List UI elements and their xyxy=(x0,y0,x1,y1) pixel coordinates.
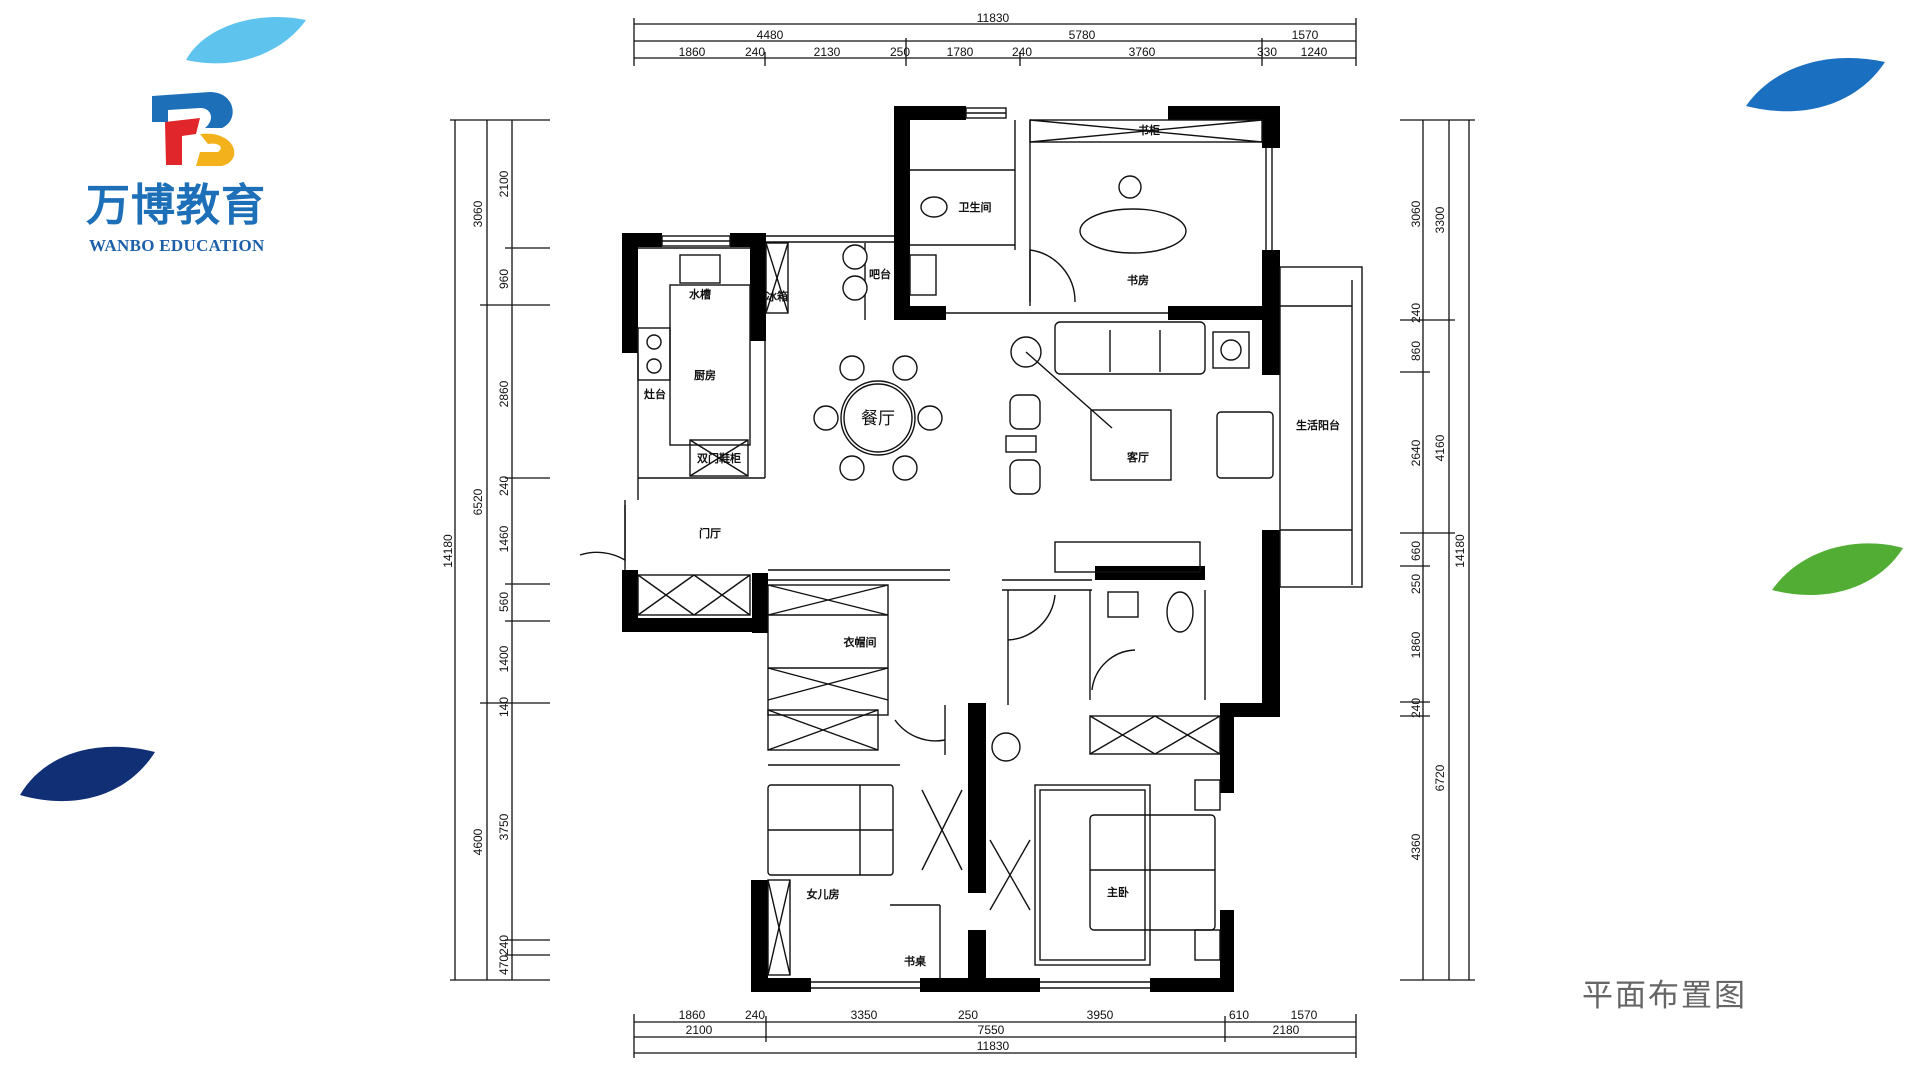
dim-top-detail: 3760 xyxy=(1129,45,1156,59)
label-sink: 水槽 xyxy=(689,287,711,301)
label-master-bedroom: 主卧 xyxy=(1107,885,1129,899)
label-fridge: 冰箱 xyxy=(766,289,788,303)
dining-chairs xyxy=(813,175,1187,762)
dim-top-detail: 330 xyxy=(1257,45,1277,59)
leaf-blue-icon xyxy=(1746,57,1885,112)
label-foyer: 门厅 xyxy=(699,526,721,540)
dim-left-detail: 2100 xyxy=(497,170,511,197)
logo-name-en: WANBO EDUCATION xyxy=(89,236,265,255)
dim-bottom-detail: 3950 xyxy=(1087,1008,1114,1022)
dim-left-detail: 240 xyxy=(497,476,511,496)
dim-bottom-mid: 2180 xyxy=(1273,1023,1300,1037)
page-title: 平面布置图 xyxy=(1582,978,1747,1014)
logo-mark xyxy=(152,92,235,166)
dim-bottom-detail: 3350 xyxy=(851,1008,878,1022)
label-closet: 衣帽间 xyxy=(844,635,877,649)
dim-left-detail: 470240 xyxy=(497,935,511,975)
label-daughter-room: 女儿房 xyxy=(807,887,840,901)
dimension-lines xyxy=(450,18,1475,1058)
leaf-green-icon xyxy=(1772,543,1903,596)
dim-right: 3060 240 860 2640 660 250 1860 240 4360 … xyxy=(1409,200,1467,860)
label-bathroom: 卫生间 xyxy=(959,200,992,214)
room-labels: 厨房 餐厅 门厅 卫生间 书房 书柜 客厅 生活阳台 衣帽间 女儿房 主卧 书桌… xyxy=(644,123,1340,968)
dim-bottom-detail: 250 xyxy=(958,1008,978,1022)
dim-top-mid: 4480 xyxy=(757,28,784,42)
dim-left-detail: 560 xyxy=(497,592,511,612)
label-desk: 书桌 xyxy=(904,954,927,968)
dim-top-detail: 1240 xyxy=(1301,45,1328,59)
dim-right-detail: 860 xyxy=(1409,341,1423,361)
dim-bottom-mid: 7550 xyxy=(978,1023,1005,1037)
dim-top-detail: 2130 xyxy=(814,45,841,59)
dim-top-detail: 240 xyxy=(745,45,765,59)
dim-bottom-detail: 1570 xyxy=(1291,1008,1318,1022)
dim-right-detail: 660 xyxy=(1409,541,1423,561)
label-bar: 吧台 xyxy=(869,267,891,281)
dim-right-detail: 2640 xyxy=(1409,439,1423,466)
label-stove: 灶台 xyxy=(644,387,666,401)
dim-bottom-total: 11830 xyxy=(977,1039,1010,1053)
dim-left-detail: 1460 xyxy=(497,525,511,552)
label-balcony: 生活阳台 xyxy=(1296,418,1340,432)
logo-name-cn: 万博教育 xyxy=(86,180,266,231)
dim-top-mid: 5780 xyxy=(1069,28,1096,42)
label-kitchen: 厨房 xyxy=(694,368,716,382)
dim-right-detail: 240 xyxy=(1409,698,1423,718)
dim-top-mid: 1570 xyxy=(1292,28,1319,42)
leaf-navy-icon xyxy=(20,746,155,802)
dim-left-detail: 960 xyxy=(497,269,511,289)
dim-top-detail: 1780 xyxy=(947,45,974,59)
dim-left-detail: 140 xyxy=(497,697,511,717)
dim-bottom-detail: 610 xyxy=(1229,1008,1249,1022)
dim-top-total: 11830 xyxy=(977,11,1010,25)
dim-left-mid: 3060 xyxy=(471,200,485,227)
dim-right-mid: 6720 xyxy=(1433,764,1447,791)
dim-left: 2100 960 2860 240 1460 560 1400 140 3750… xyxy=(441,170,511,975)
dim-left-detail: 2860 xyxy=(497,380,511,407)
dim-right-detail: 240 xyxy=(1409,303,1423,323)
dim-right-detail: 4360 xyxy=(1409,833,1423,860)
dim-right-mid: 3300 xyxy=(1433,206,1447,233)
walls xyxy=(622,106,1280,992)
dim-bottom-mid: 2100 xyxy=(686,1023,713,1037)
dim-top-detail: 1860 xyxy=(679,45,706,59)
dim-left-mid: 4600 xyxy=(471,828,485,855)
dim-left-total: 14180 xyxy=(441,534,455,568)
dim-top-detail: 240 xyxy=(1012,45,1032,59)
dim-left-mid: 6520 xyxy=(471,488,485,515)
leaf-light-blue-icon xyxy=(186,16,306,64)
dim-right-mid: 4160 xyxy=(1433,434,1447,461)
label-dining: 餐厅 xyxy=(861,409,895,429)
dim-right-detail: 250 xyxy=(1409,574,1423,594)
label-study: 书房 xyxy=(1127,273,1149,287)
dim-bottom-detail: 240 xyxy=(745,1008,765,1022)
dim-right-total: 14180 xyxy=(1453,534,1467,568)
label-shoe-cabinet: 双门鞋柜 xyxy=(697,451,741,465)
label-living: 客厅 xyxy=(1126,450,1149,464)
dim-bottom-detail: 1860 xyxy=(679,1008,706,1022)
dim-top-detail: 250 xyxy=(890,45,910,59)
label-bookcase: 书柜 xyxy=(1138,123,1160,137)
dim-left-detail: 1400 xyxy=(497,645,511,672)
dim-left-detail: 3750 xyxy=(497,813,511,840)
dim-right-detail: 3060 xyxy=(1409,200,1423,227)
dim-right-detail: 1860 xyxy=(1409,631,1423,658)
